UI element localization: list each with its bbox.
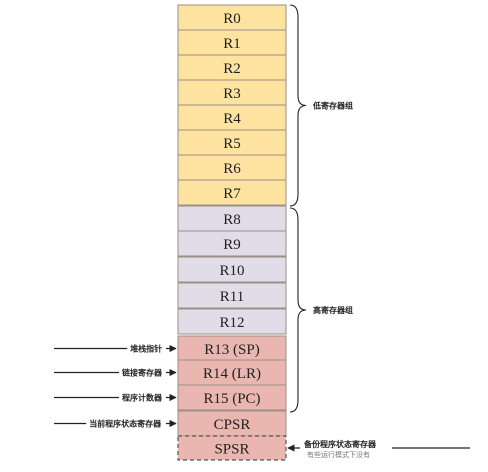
register-cell-r1 xyxy=(177,29,287,56)
register-cell-r7 xyxy=(177,179,287,206)
register-cell-r5 xyxy=(177,129,287,156)
register-cell-r9 xyxy=(177,230,287,257)
register-cell-r3 xyxy=(177,79,287,106)
register-name: R9 xyxy=(223,237,241,253)
register-name: R2 xyxy=(223,61,241,77)
register-label: 当前程序状态寄存器 xyxy=(89,419,162,429)
register-label: 链接寄存器 xyxy=(122,368,163,378)
register-label: 备份程序状态寄存器 xyxy=(303,439,377,449)
register-label: 堆栈指针 xyxy=(130,344,162,354)
register-cell-r10 xyxy=(177,256,287,283)
group-label-low: 低寄存器组 xyxy=(312,101,353,111)
register-name: R8 xyxy=(223,212,241,228)
register-cell-cpsr xyxy=(177,410,287,437)
register-name: R3 xyxy=(223,86,241,102)
register-name: SPSR xyxy=(214,442,249,458)
label-backdrop xyxy=(86,417,166,429)
register-cell-spsr xyxy=(177,435,287,461)
register-name: R1 xyxy=(223,36,241,52)
register-label: 程序计数器 xyxy=(122,393,163,403)
register-name: R4 xyxy=(223,111,241,127)
register-cell-r0 xyxy=(177,4,287,31)
register-name: R13 (SP) xyxy=(204,342,259,358)
register-name: R6 xyxy=(223,161,241,177)
register-name: R14 (LR) xyxy=(203,366,261,382)
register-cell-r14-lr xyxy=(177,359,287,386)
high-group-brace xyxy=(289,207,307,413)
register-name: CPSR xyxy=(214,417,251,433)
register-note: 有些运行模式下没有 xyxy=(307,450,370,459)
register-cell-r15-pc xyxy=(177,384,287,411)
register-name: R7 xyxy=(223,186,241,202)
register-name: R5 xyxy=(223,136,241,152)
label-backdrop xyxy=(300,439,392,450)
register-cell-r11 xyxy=(177,282,287,309)
register-cell-r13-sp xyxy=(177,335,287,362)
label-backdrop xyxy=(119,391,166,403)
register-name: R12 xyxy=(219,315,244,331)
register-cell-r12 xyxy=(177,308,287,335)
label-backdrop xyxy=(127,342,166,354)
group-label-high: 高寄存器组 xyxy=(313,305,353,315)
register-name: R10 xyxy=(219,263,244,279)
low-group-brace xyxy=(289,4,307,207)
register-name: R15 (PC) xyxy=(203,391,260,407)
register-name: R11 xyxy=(220,289,244,305)
register-name: R0 xyxy=(223,11,241,27)
label-backdrop xyxy=(119,366,166,378)
